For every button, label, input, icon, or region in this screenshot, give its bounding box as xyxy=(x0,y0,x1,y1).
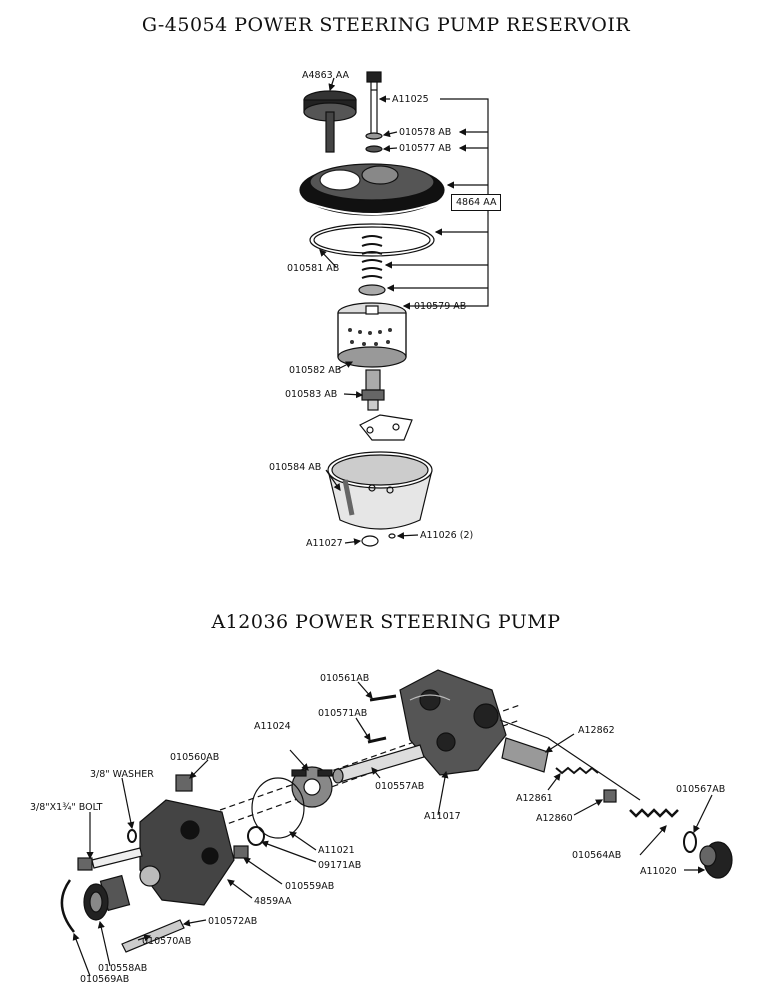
shaft-part xyxy=(332,744,425,784)
reservoir-bowl-part xyxy=(327,451,433,530)
label-bolt: 3/8"X1¾" BOLT xyxy=(30,802,103,813)
label-010578ab: 010578 AB xyxy=(399,127,452,138)
label-010572ab: 010572AB xyxy=(208,916,258,927)
filter-part xyxy=(337,302,407,368)
rear-housing-part xyxy=(399,669,507,776)
label-010577ab: 010577 AB xyxy=(399,143,452,154)
label-010561ab: 010561AB xyxy=(320,673,370,684)
label-a11025: A11025 xyxy=(392,94,429,105)
label-a11026: A11026 (2) xyxy=(420,530,474,541)
bolt-part xyxy=(366,71,382,135)
label-a11024: A11024 xyxy=(254,721,291,732)
pump-title: A12036 POWER STEERING PUMP xyxy=(211,611,561,633)
label-a11017: A11017 xyxy=(424,811,461,822)
cap-knob-part xyxy=(303,90,357,153)
label-010579ab: 010579 AB xyxy=(414,301,467,312)
label-010559ab: 010559AB xyxy=(285,881,335,892)
reservoir-cover-part xyxy=(299,163,445,216)
mount-bolt-part xyxy=(77,847,143,871)
label-a12860: A12860 xyxy=(536,813,573,824)
label-010571ab: 010571AB xyxy=(318,708,368,719)
label-3-8-washer: 3/8" WASHER xyxy=(90,769,154,780)
label-010584ab: 010584 AB xyxy=(269,462,322,473)
label-a11027: A11027 xyxy=(306,538,343,549)
fitting-part xyxy=(361,369,385,411)
label-4859aa: 4859AA xyxy=(254,896,292,907)
label-09171ab: 09171AB xyxy=(318,860,362,871)
reservoir-title: G-45054 POWER STEERING PUMP RESERVOIR xyxy=(141,14,631,36)
end-plug-part xyxy=(699,841,733,879)
label-010582ab: 010582 AB xyxy=(289,365,342,376)
label-a12862: A12862 xyxy=(578,725,615,736)
label-010583ab: 010583 AB xyxy=(285,389,338,400)
label-010558ab: 010558AB xyxy=(98,963,148,974)
label-4864aa-assembly: 4864 AA xyxy=(451,194,502,211)
label-a12861: A12861 xyxy=(516,793,553,804)
label-a4863aa: A4863 AA xyxy=(302,70,349,81)
label-a11021: A11021 xyxy=(318,845,355,856)
spring-part xyxy=(361,235,383,279)
label-010569ab: 010569AB xyxy=(80,974,130,985)
front-housing-part xyxy=(139,799,235,906)
label-010581ab: 010581 AB xyxy=(287,263,340,274)
label-010570ab: 010570AB xyxy=(142,936,192,947)
label-010560ab: 010560AB xyxy=(170,752,220,763)
valve-spool-part xyxy=(499,719,641,801)
rotor-part xyxy=(291,766,333,808)
label-010564ab: 010564AB xyxy=(572,850,622,861)
label-a11020: A11020 xyxy=(640,866,677,877)
label-010567ab: 010567AB xyxy=(676,784,726,795)
label-010557ab: 010557AB xyxy=(375,781,425,792)
